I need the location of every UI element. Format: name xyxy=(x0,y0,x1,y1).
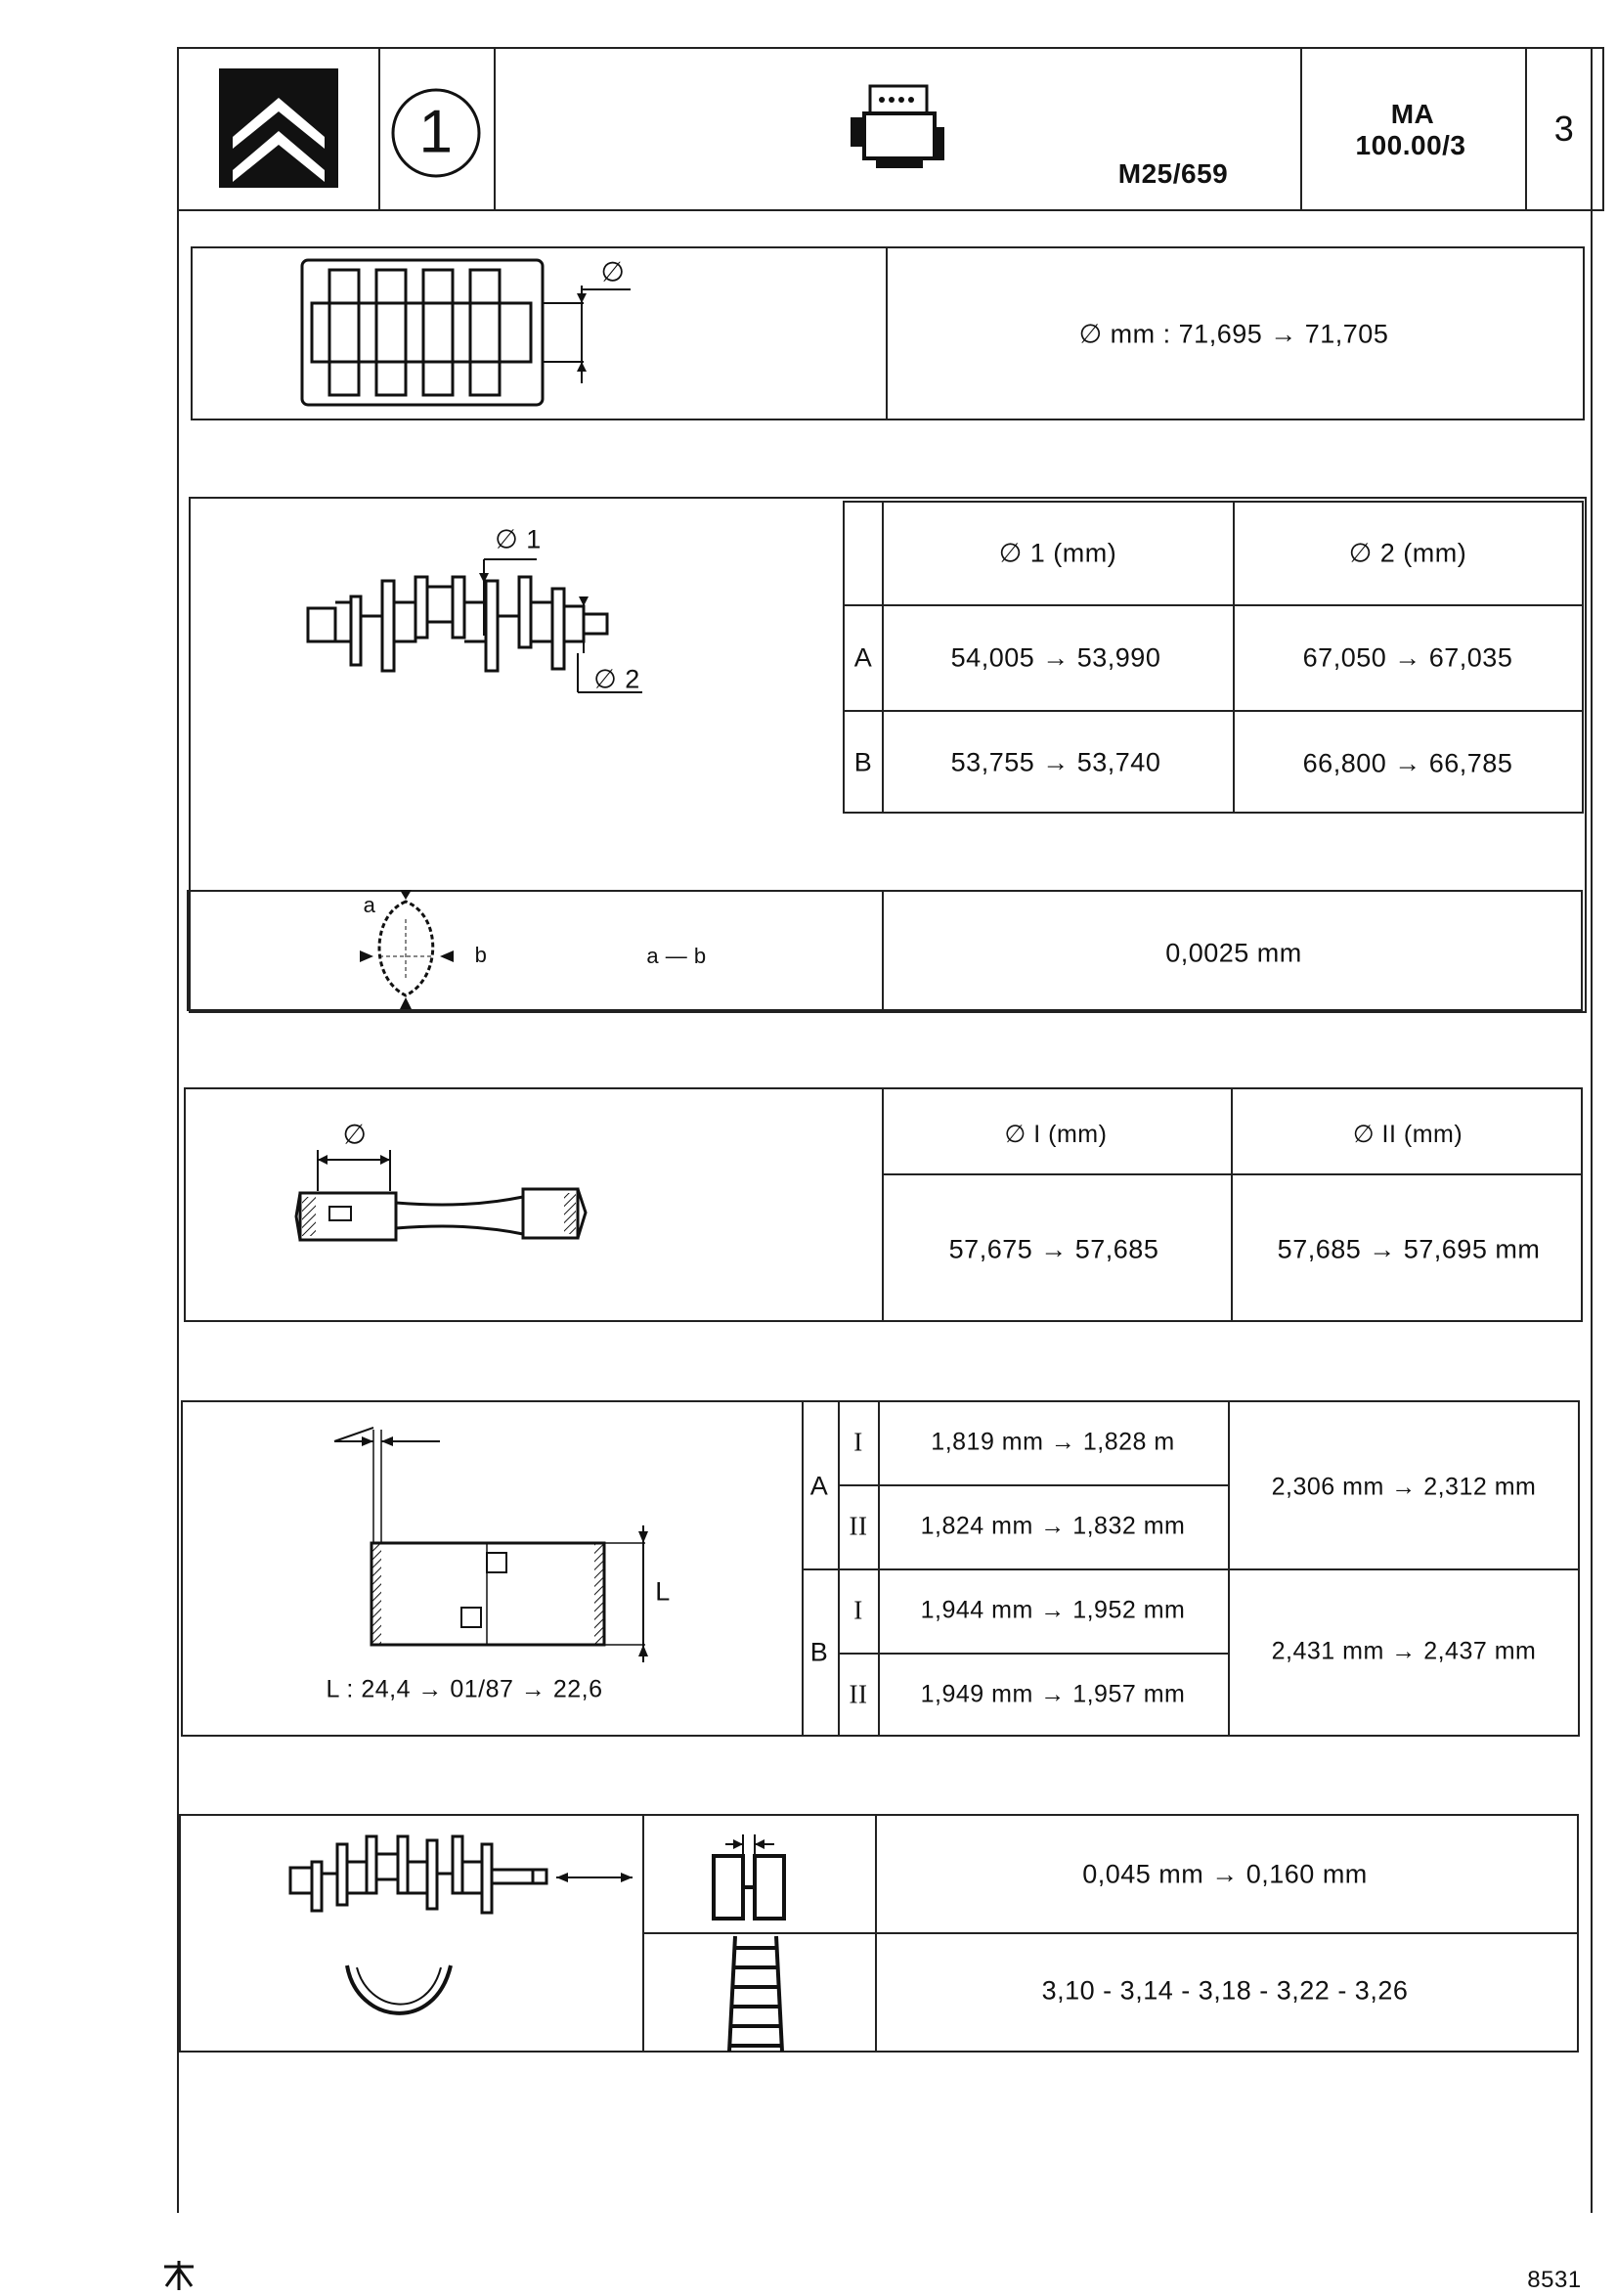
gauge-endplay-icon xyxy=(712,1834,786,1921)
shell-grade-a: A xyxy=(809,1471,829,1501)
shell-a-class-1-value: 1,819 mm → 1,828 m xyxy=(931,1428,1175,1456)
header-divider xyxy=(378,47,380,211)
shell-a-class-2: II xyxy=(849,1511,868,1541)
cylinder-block-bore-diagram xyxy=(300,258,631,407)
conrod-dia-label: ∅ xyxy=(342,1119,368,1150)
journal-grade-a: A xyxy=(853,642,873,673)
table-divider xyxy=(802,1568,1580,1570)
table-divider xyxy=(838,1484,1229,1486)
shell-b-class-1-value: 1,944 mm → 1,952 mm xyxy=(920,1596,1186,1624)
chapter-number: 1 xyxy=(418,98,454,166)
conrod-col2-header: ∅ II (mm) xyxy=(1352,1121,1463,1148)
journal-a-d2: 67,050 → 67,035 xyxy=(1302,642,1513,673)
section-divider xyxy=(642,1932,1579,1934)
bore-dia-label: ∅ xyxy=(600,256,626,287)
conrod-col1-value: 57,675 → 57,685 xyxy=(948,1234,1159,1264)
shell-a-class-2-value: 1,824 mm → 1,832 mm xyxy=(920,1512,1186,1540)
shell-a-class-1: I xyxy=(853,1427,863,1457)
header-divider xyxy=(494,47,496,211)
journal-b-d1: 53,755 → 53,740 xyxy=(950,747,1161,777)
journal-d2-label: ∅ 2 xyxy=(593,664,640,694)
section-ovality xyxy=(187,890,1583,1011)
journal-col1-header: ∅ 1 (mm) xyxy=(998,538,1117,568)
ovality-value: 0,0025 mm xyxy=(1165,938,1302,968)
journal-table xyxy=(843,501,1584,814)
page-number: 3 xyxy=(1553,109,1575,149)
shell-b-class-1: I xyxy=(853,1595,863,1625)
ovality-label-a: a xyxy=(363,893,376,917)
frame-right-border xyxy=(1591,47,1593,2213)
section-divider xyxy=(882,1087,884,1322)
ovality-formula: a — b xyxy=(646,944,707,968)
section-divider xyxy=(882,1173,1583,1175)
conrod-col1-header: ∅ I (mm) xyxy=(1004,1121,1108,1148)
thrust-washer-sizes: 3,10 - 3,14 - 3,18 - 3,22 - 3,26 xyxy=(1041,1975,1409,2006)
journal-a-d1: 54,005 → 53,990 xyxy=(950,642,1161,673)
table-divider xyxy=(1233,501,1235,814)
shell-length-label: L xyxy=(655,1576,671,1607)
connecting-rod-diagram xyxy=(294,1150,588,1242)
journal-col2-header: ∅ 2 (mm) xyxy=(1348,538,1467,568)
journal-b-d2: 66,800 → 66,785 xyxy=(1302,748,1513,778)
section-main-bearing-bore xyxy=(191,246,1585,420)
engine-code: M25/659 xyxy=(1117,158,1229,189)
endplay-value: 0,045 mm → 0,160 mm xyxy=(1082,1859,1368,1889)
footer-asterisk-icon xyxy=(164,2261,194,2290)
journal-d1-label: ∅ 1 xyxy=(495,524,542,554)
frame-left-border xyxy=(177,47,179,2213)
conrod-col2-value: 57,685 → 57,695 mm xyxy=(1277,1234,1541,1264)
brand-logo xyxy=(219,68,338,188)
main-bearing-bore-value: ∅ mm : 71,695 → 71,705 xyxy=(1078,319,1389,349)
shell-b-class-2-value: 1,949 mm → 1,957 mm xyxy=(920,1680,1186,1708)
ovality-label-b: b xyxy=(474,943,488,967)
engine-icon xyxy=(851,84,944,168)
table-divider xyxy=(838,1653,1229,1655)
crankshaft-endplay-diagram xyxy=(288,1834,633,2015)
footer-code: 8531 xyxy=(1527,2267,1582,2293)
chapter-number-circle xyxy=(391,88,481,178)
shell-grade-b: B xyxy=(809,1637,829,1667)
table-divider xyxy=(843,604,1584,606)
journal-grade-b: B xyxy=(853,747,873,777)
thrust-washer-ladder-icon xyxy=(727,1935,784,2053)
header-divider xyxy=(1525,47,1527,211)
header-bar xyxy=(177,47,1604,211)
doc-ref-line1: MA xyxy=(1390,99,1435,129)
section-crankshaft-journals xyxy=(189,497,1587,1013)
shell-length-caption: L : 24,4 → 01/87 → 22,6 xyxy=(326,1675,603,1703)
table-divider xyxy=(843,710,1584,712)
section-divider xyxy=(1231,1087,1233,1322)
shell-a-total: 2,306 mm → 2,312 mm xyxy=(1271,1473,1537,1501)
section-divider xyxy=(882,890,884,1011)
crankshaft-diagram xyxy=(306,558,642,693)
ovality-diagram xyxy=(360,890,454,1009)
shell-b-class-2: II xyxy=(849,1679,868,1709)
shell-b-total: 2,431 mm → 2,437 mm xyxy=(1271,1637,1537,1665)
table-divider xyxy=(882,501,884,814)
bearing-shell-diagram xyxy=(333,1427,648,1662)
doc-ref-line2: 100.00/3 xyxy=(1355,130,1466,160)
header-divider xyxy=(1300,47,1302,211)
section-divider xyxy=(886,246,888,420)
